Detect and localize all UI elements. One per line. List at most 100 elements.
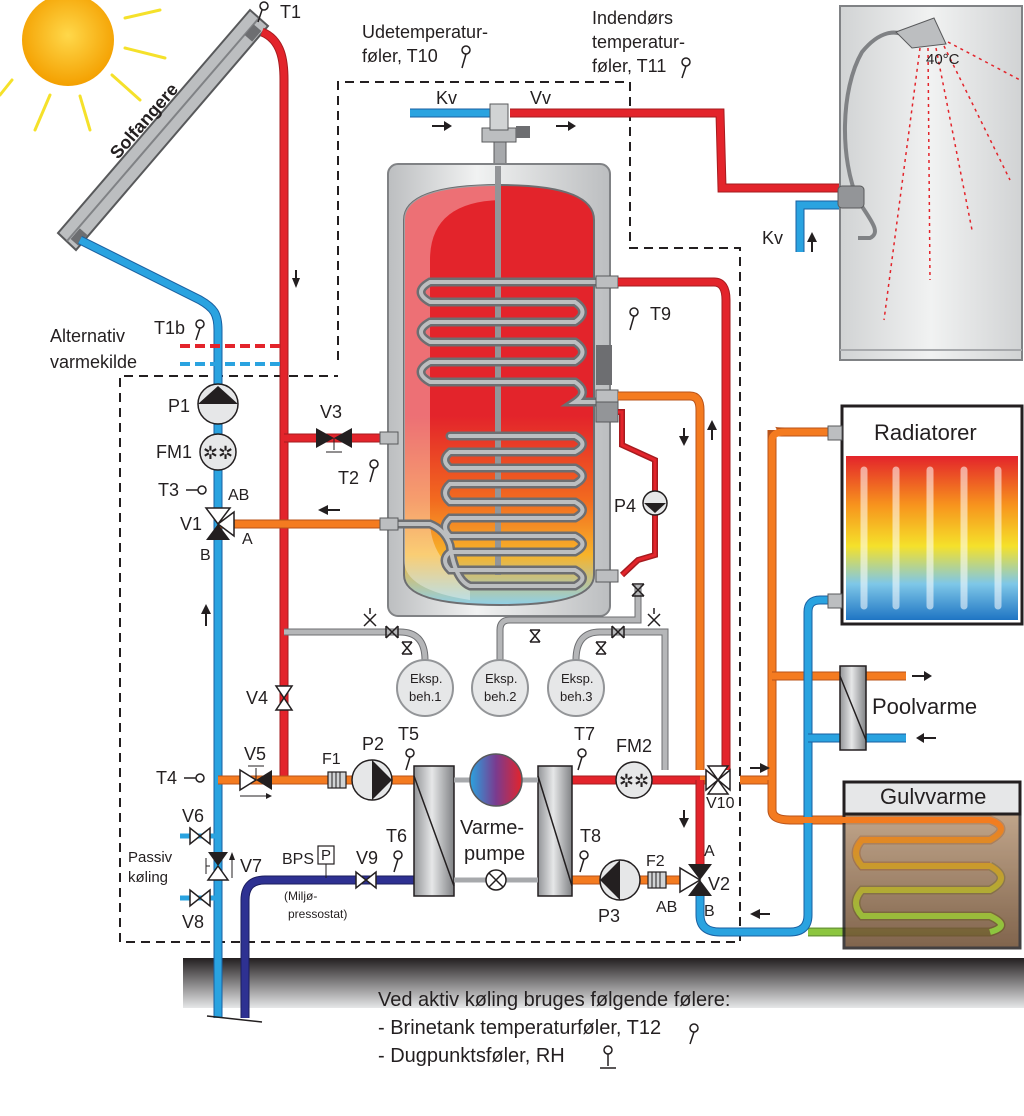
v2-valve-icon xyxy=(679,864,712,896)
v8-valve-icon xyxy=(180,888,218,908)
v10-label: V10 xyxy=(706,795,735,812)
ground xyxy=(183,958,1024,1008)
shower-temp-label: 40°C xyxy=(926,51,960,68)
enclosure-boundary xyxy=(119,81,741,943)
f2-label: F2 xyxy=(646,853,665,870)
tank-port-upper-hot xyxy=(595,275,619,289)
v3-valve-icon xyxy=(316,428,352,453)
note-line-1: Ved aktiv køling bruges følgende følere: xyxy=(378,989,730,1011)
expansion-tank-1 xyxy=(396,659,454,717)
expansion-valve-icon xyxy=(485,869,507,891)
exp2-label-a: Eksp. xyxy=(485,671,518,686)
miljo-label-1: (Miljø- xyxy=(284,889,317,903)
exp3-pipe xyxy=(573,629,668,770)
exp2-pipe xyxy=(497,585,641,660)
flow-arrows xyxy=(201,121,936,919)
passive-cooling-label-2: køling xyxy=(128,869,168,886)
tank-port-v1 xyxy=(379,517,399,531)
sun-icon xyxy=(0,0,167,132)
v2-b-label: B xyxy=(704,903,715,920)
heat-pump-label-1: Varme- xyxy=(460,817,524,839)
vv-top-label: Vv xyxy=(530,88,551,108)
exp3-label-b: beh.3 xyxy=(560,689,593,704)
p4-loop-pipe xyxy=(618,410,657,577)
evaporator xyxy=(413,765,455,897)
v3-label: V3 xyxy=(320,402,342,422)
v9-label: V9 xyxy=(356,848,378,868)
t9-label: T9 xyxy=(650,304,671,324)
f1-filter-icon xyxy=(327,771,347,789)
radiators-label: Radiatorer xyxy=(874,420,977,445)
t2-label: T2 xyxy=(338,468,359,488)
t9-pocket xyxy=(596,345,612,385)
v10-valve-icon xyxy=(705,765,731,795)
t8-label: T8 xyxy=(580,826,601,846)
indoor-sensor-label-3: føler, T11 xyxy=(592,56,666,76)
exp1-label-a: Eksp. xyxy=(410,671,443,686)
v4-valve-icon xyxy=(274,685,294,711)
v5-valve-icon xyxy=(239,765,272,799)
p4-pump-icon xyxy=(642,490,668,516)
fm2-label: FM2 xyxy=(616,736,652,756)
v5-label: V5 xyxy=(244,744,266,764)
tank-port-bottom xyxy=(595,569,619,583)
v1-a-label: A xyxy=(242,531,253,548)
ground-connection xyxy=(206,1015,263,1023)
solar-cold-pipe xyxy=(78,236,222,1018)
shower-cabinet xyxy=(837,5,1023,361)
alt-source-label-1: Alternativ xyxy=(50,326,125,346)
radiator-return-pipe xyxy=(804,596,830,915)
pool-label: Poolvarme xyxy=(872,694,977,719)
hot-water-outlet xyxy=(510,109,840,192)
electric-heater xyxy=(595,401,619,423)
v4-label: V4 xyxy=(246,688,268,708)
exp1-pipe xyxy=(284,629,428,661)
v1-valve-icon xyxy=(204,507,235,540)
p2-pump-icon xyxy=(351,759,393,801)
alt-source-label-2: varmekilde xyxy=(50,352,137,372)
note-line-2: - Brinetank temperaturføler, T12 xyxy=(378,1017,661,1039)
kv-shower-label: Kv xyxy=(762,228,783,248)
tank-hot-out-pipe xyxy=(618,278,730,770)
indoor-sensor-label-1: Indendørs xyxy=(592,8,673,28)
p4-label: P4 xyxy=(614,496,636,516)
v6-label: V6 xyxy=(182,806,204,826)
common-return-pipe xyxy=(696,890,812,936)
exp3-label-a: Eksp. xyxy=(561,671,594,686)
v6-valve-icon xyxy=(180,826,218,846)
bps-label: BPS xyxy=(282,851,314,868)
v1-b-label: B xyxy=(200,547,211,564)
t3-label: T3 xyxy=(158,480,179,500)
p3-pump-icon xyxy=(599,859,641,901)
t4-label: T4 xyxy=(156,768,177,788)
svg-text:✲✲: ✲✲ xyxy=(619,771,649,792)
exp-valves-icon xyxy=(363,583,661,655)
p2-label: P2 xyxy=(362,734,384,754)
compressor-icon xyxy=(469,753,523,807)
outdoor-sensor-label-2: føler, T10 xyxy=(362,46,438,66)
outdoor-sensor-label-1: Udetemperatur- xyxy=(362,22,488,42)
v1-ab-label: AB xyxy=(228,487,249,504)
v7-label: V7 xyxy=(240,856,262,876)
kv-top-label: Kv xyxy=(436,88,457,108)
v1-label: V1 xyxy=(180,514,202,534)
t1-label: T1 xyxy=(280,2,301,22)
v8-label: V8 xyxy=(182,912,204,932)
tank-return-pipe xyxy=(618,392,704,770)
v7-valve-icon xyxy=(205,852,235,881)
miljo-label-2: pressostat) xyxy=(288,907,347,921)
p-box-label: P xyxy=(321,847,331,864)
p3-label: P3 xyxy=(598,906,620,926)
shower-cold-pipe xyxy=(796,201,840,252)
svg-text:✲✲: ✲✲ xyxy=(203,443,233,464)
condenser xyxy=(537,765,573,897)
v2-a-label: A xyxy=(704,843,715,860)
radiator xyxy=(827,404,1024,626)
tank-port-v3 xyxy=(379,431,399,445)
indoor-sensor-label-2: temperatur- xyxy=(592,32,685,52)
t7-label: T7 xyxy=(574,724,595,744)
t5-label: T5 xyxy=(398,724,419,744)
mixing-valve-icon xyxy=(481,103,530,167)
